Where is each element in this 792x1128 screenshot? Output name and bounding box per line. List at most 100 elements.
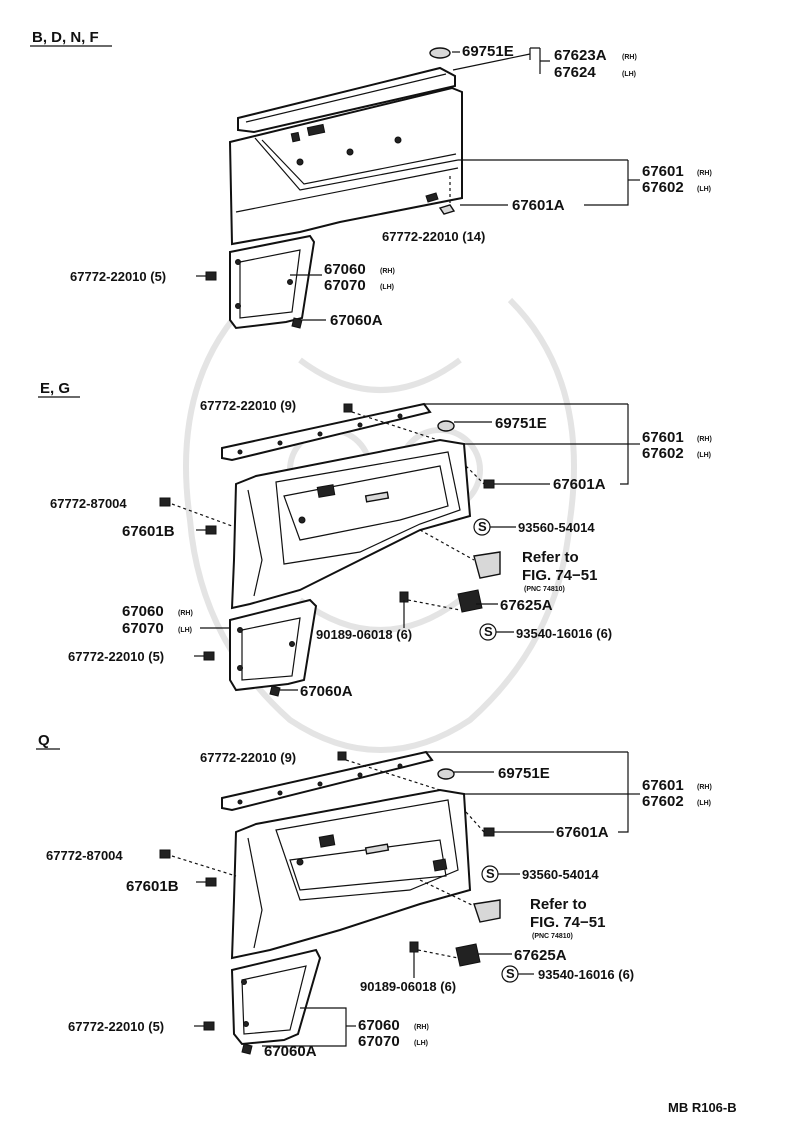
label-67601b: 67601B <box>122 523 175 540</box>
label-screw-5: 67772-22010 (5) <box>70 269 166 284</box>
label-67601: 67601 <box>642 777 684 794</box>
label-lh: (LH) <box>697 800 711 807</box>
label-lh: (LH) <box>414 1040 428 1047</box>
section-title-eg: E, G <box>40 380 70 397</box>
label-69751e: 69751E <box>495 415 547 432</box>
door-trim-board <box>230 788 472 960</box>
label-67602: 67602 <box>642 793 684 810</box>
clip-69751e-icon <box>437 420 455 432</box>
s-mark-label: S <box>478 519 487 534</box>
s-mark-label: S <box>486 866 495 881</box>
door-trim-board <box>230 438 472 610</box>
clip-67060a-icon <box>241 1043 253 1055</box>
label-67625a: 67625A <box>514 947 567 964</box>
label-67602: 67602 <box>642 179 684 196</box>
label-67772-87004: 67772-87004 <box>50 496 127 511</box>
screw-icon <box>159 849 171 859</box>
label-67602: 67602 <box>642 445 684 462</box>
label-67070: 67070 <box>324 277 366 294</box>
clip-67060a-icon <box>291 317 303 329</box>
label-pnc: (PNC 74810) <box>524 586 565 593</box>
label-rh: (RH) <box>178 610 193 617</box>
label-rh: (RH) <box>697 436 712 443</box>
label-screw-9: 67772-22010 (9) <box>200 398 296 413</box>
screw-icon <box>203 1021 215 1031</box>
screw-icon <box>343 403 353 413</box>
clip-67060a-icon <box>269 685 281 697</box>
label-67060: 67060 <box>324 261 366 278</box>
screw-icon <box>425 192 439 203</box>
label-rh: (RH) <box>697 784 712 791</box>
screw-icon <box>409 941 419 953</box>
label-67601a: 67601A <box>556 824 609 841</box>
label-67624: 67624 <box>554 64 596 81</box>
label-rh: (RH) <box>380 268 395 275</box>
s-mark-label: S <box>484 624 493 639</box>
label-67060a: 67060A <box>330 312 383 329</box>
s-mark-label: S <box>506 966 515 981</box>
door-moulding-strip <box>221 402 432 462</box>
clip-67601b-icon <box>205 525 217 535</box>
label-lh: (LH) <box>380 284 394 291</box>
clip-67601a-icon <box>483 479 495 489</box>
label-90189: 90189-06018 (6) <box>316 627 412 642</box>
label-67623a: 67623A <box>554 47 607 64</box>
label-lh: (LH) <box>622 71 636 78</box>
door-pocket-panel <box>229 598 318 692</box>
label-lh: (LH) <box>697 452 711 459</box>
label-67060a: 67060A <box>264 1043 317 1060</box>
trim-switch-opening-icon <box>318 834 336 848</box>
label-67601a: 67601A <box>512 197 565 214</box>
label-69751e: 69751E <box>462 43 514 60</box>
label-67625a: 67625A <box>500 597 553 614</box>
label-refer-to: Refer to <box>530 896 587 913</box>
door-moulding-strip <box>237 66 456 134</box>
door-pocket-panel <box>230 948 322 1046</box>
section-title-q: Q <box>38 732 50 749</box>
label-93540: 93540-16016 (6) <box>516 626 612 641</box>
clip-69751e-icon <box>437 768 455 780</box>
door-handle-icon <box>473 899 501 923</box>
label-67601: 67601 <box>642 163 684 180</box>
clip-67601b-icon <box>205 877 217 887</box>
label-67060: 67060 <box>122 603 164 620</box>
lock-knob-icon <box>457 589 483 613</box>
label-67060a: 67060A <box>300 683 353 700</box>
lock-knob-icon <box>455 943 481 967</box>
label-fig: FIG. 74−51 <box>522 567 597 584</box>
clip-69751e-icon <box>429 47 451 59</box>
trim-window-slot-icon <box>306 123 326 137</box>
section-title-bdnf: B, D, N, F <box>32 29 99 46</box>
clip-67601a-icon <box>483 827 495 837</box>
label-rh: (RH) <box>622 54 637 61</box>
door-trim-board <box>228 86 463 246</box>
screw-icon <box>205 271 217 281</box>
screw-icon <box>203 651 215 661</box>
trim-switch-opening-icon <box>316 484 336 498</box>
label-93540: 93540-16016 (6) <box>538 967 634 982</box>
clip-67601a-icon <box>438 204 456 215</box>
label-93560: 93560-54014 <box>522 867 599 882</box>
label-67601a: 67601A <box>553 476 606 493</box>
label-90189: 90189-06018 (6) <box>360 979 456 994</box>
label-screw-14: 67772-22010 (14) <box>382 229 485 244</box>
label-67070: 67070 <box>122 620 164 637</box>
label-fig: FIG. 74−51 <box>530 914 605 931</box>
diagram-code: MB R106-B <box>668 1100 737 1115</box>
label-pnc: (PNC 74810) <box>532 933 573 940</box>
label-67601: 67601 <box>642 429 684 446</box>
screw-icon <box>399 591 409 603</box>
label-screw-9: 67772-22010 (9) <box>200 750 296 765</box>
label-screw-5: 67772-22010 (5) <box>68 649 164 664</box>
door-handle-icon <box>473 551 501 579</box>
label-67060: 67060 <box>358 1017 400 1034</box>
label-screw-5: 67772-22010 (5) <box>68 1019 164 1034</box>
label-67070: 67070 <box>358 1033 400 1050</box>
label-refer-to: Refer to <box>522 549 579 566</box>
label-69751e: 69751E <box>498 765 550 782</box>
label-rh: (RH) <box>414 1024 429 1031</box>
label-lh: (LH) <box>178 627 192 634</box>
label-67601b: 67601B <box>126 878 179 895</box>
label-67772-87004: 67772-87004 <box>46 848 123 863</box>
